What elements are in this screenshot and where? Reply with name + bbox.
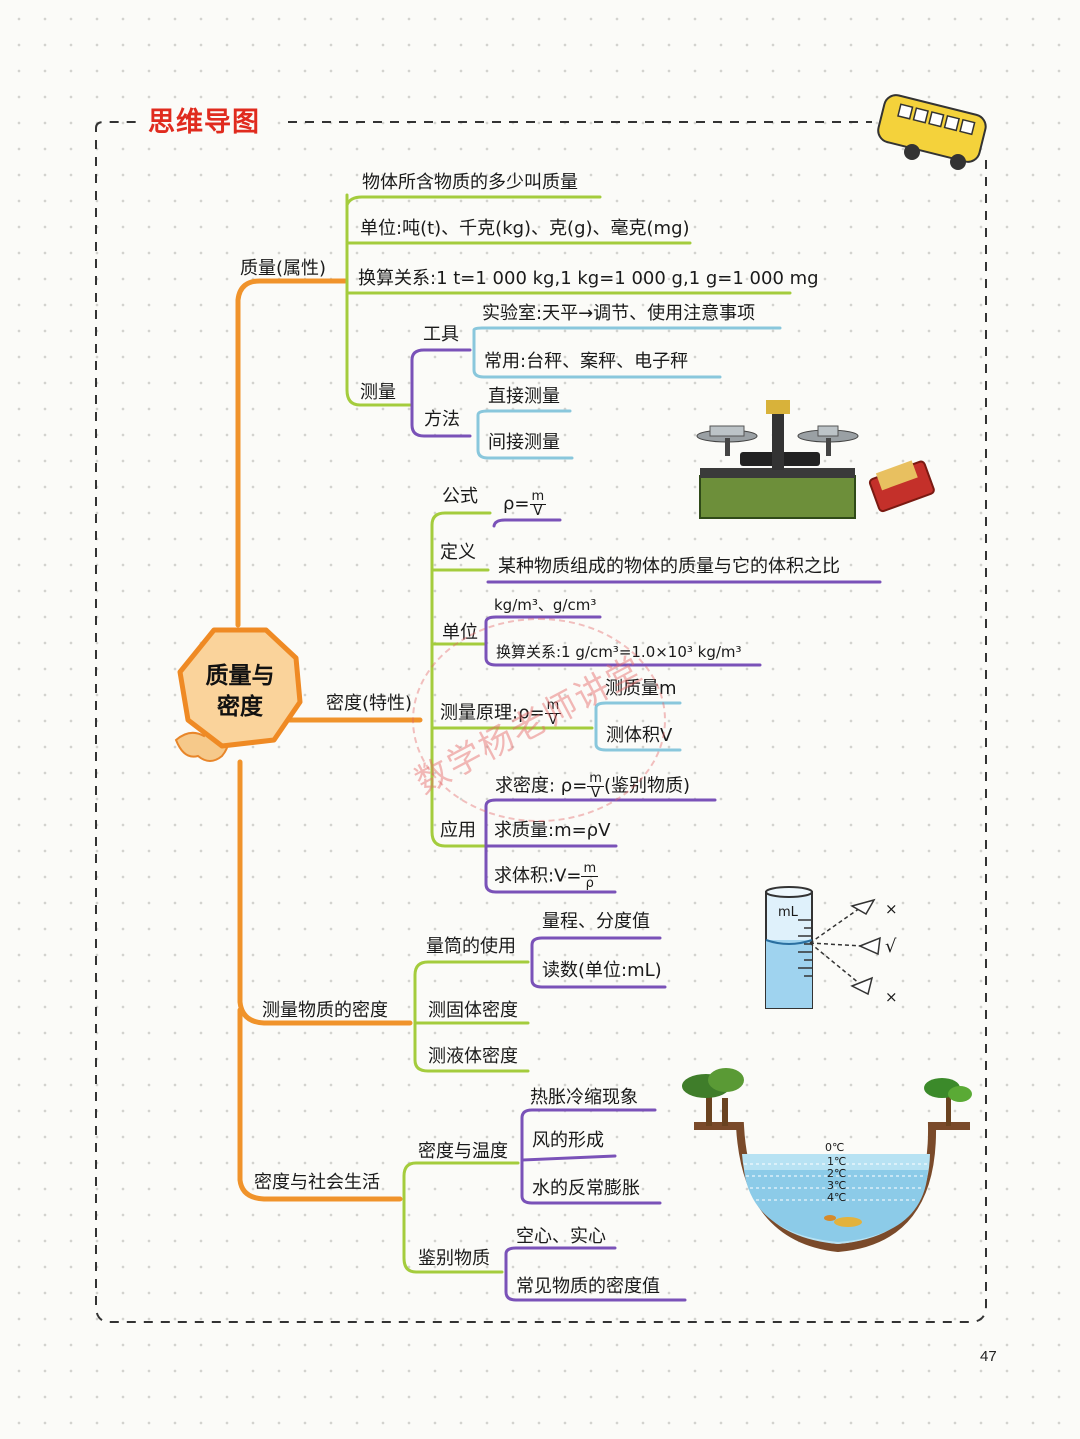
node-definition: 定义 [440,542,476,563]
node-application: 应用 [440,820,476,841]
node-cylinder: 量筒的使用 [426,936,516,957]
root-node-label: 质量与 密度 [192,660,288,722]
lake-temp-2: 2℃ [827,1167,847,1180]
root-line-1: 质量与 [205,662,275,689]
lake-temperature-image [682,1068,972,1253]
root-line-2: 密度 [217,693,263,720]
node-water-anomaly: 水的反常膨胀 [532,1178,640,1199]
dashed-frame [95,121,987,1323]
node-density: 密度(特性) [326,693,413,714]
cylinder-wrong-mark-top: × [885,900,898,918]
formula-numerator: m [529,489,547,505]
root-badge [174,627,303,762]
measuring-branches [413,960,530,1073]
node-tools-common: 常用:台秤、案秤、电子秤 [484,351,689,372]
node-measure: 测量 [360,382,396,403]
node-definition-text: 某种物质组成的物体的质量与它的体积之比 [498,556,840,577]
node-hollow: 空心、实心 [516,1226,606,1247]
cylinder-unit-label: mL [778,905,798,920]
app-volume-prefix: 求体积:V= [494,865,582,887]
measuring-cylinder-image [765,886,881,1009]
lake-temp-4: 4℃ [827,1191,847,1204]
trunk-branches [235,278,423,1202]
node-temperature: 密度与温度 [418,1141,508,1162]
lake-temp-3: 3℃ [827,1179,847,1192]
node-identify: 鉴别物质 [418,1248,490,1269]
app-volume-denominator: ρ [585,876,594,891]
mass-branches [345,193,792,407]
node-mass-units: 单位:吨(t)、千克(kg)、克(g)、毫克(mg) [360,218,690,239]
bus-image [877,94,987,170]
node-formula: 公式 [442,486,478,507]
page-title: 思维导图 [142,100,266,139]
node-mass-conversion: 换算关系:1 t=1 000 kg,1 kg=1 000 g,1 g=1 000… [358,268,819,289]
node-tools-lab: 实验室:天平→调节、使用注意事项 [482,303,756,324]
node-measuring: 测量物质的密度 [262,1000,388,1021]
page-number: 47 [980,1348,997,1365]
formula-denominator: V [533,504,543,519]
node-mass: 质量(属性) [240,258,327,279]
node-methods-indirect: 间接测量 [488,432,560,453]
node-methods: 方法 [424,409,460,430]
watermark-stamp [412,618,666,822]
node-solid-density: 测固体密度 [428,1000,518,1021]
node-expansion: 热胀冷缩现象 [530,1087,638,1108]
node-wind: 风的形成 [532,1130,604,1151]
node-methods-direct: 直接测量 [488,386,560,407]
node-cylinder-range: 量程、分度值 [542,911,650,932]
lake-temp-1: 1℃ [827,1155,847,1168]
lake-temp-0: 0℃ [825,1141,845,1154]
node-cylinder-reading: 读数(单位:mL) [542,960,662,981]
formula-lhs: ρ= [503,493,530,515]
mass-leaf-lines [472,326,782,460]
cylinder-leaf-lines [530,936,667,989]
node-society: 密度与社会生活 [254,1172,380,1193]
society-leaf-lines [504,1108,687,1302]
node-liquid-density: 测液体密度 [428,1046,518,1067]
node-tools: 工具 [423,324,459,345]
node-units-symbols: kg/m³、g/cm³ [494,596,597,614]
society-branches [402,1161,520,1274]
cylinder-right-mark: √ [885,936,897,957]
node-application-mass: 求质量:m=ρV [494,820,611,841]
balance-scale-image [696,400,935,519]
node-mass-definition: 物体所含物质的多少叫质量 [362,172,578,193]
app-volume-numerator: m [581,861,599,877]
cylinder-wrong-mark-bottom: × [885,988,898,1006]
measure-branches [410,348,472,438]
node-common-density: 常见物质的密度值 [516,1276,660,1297]
